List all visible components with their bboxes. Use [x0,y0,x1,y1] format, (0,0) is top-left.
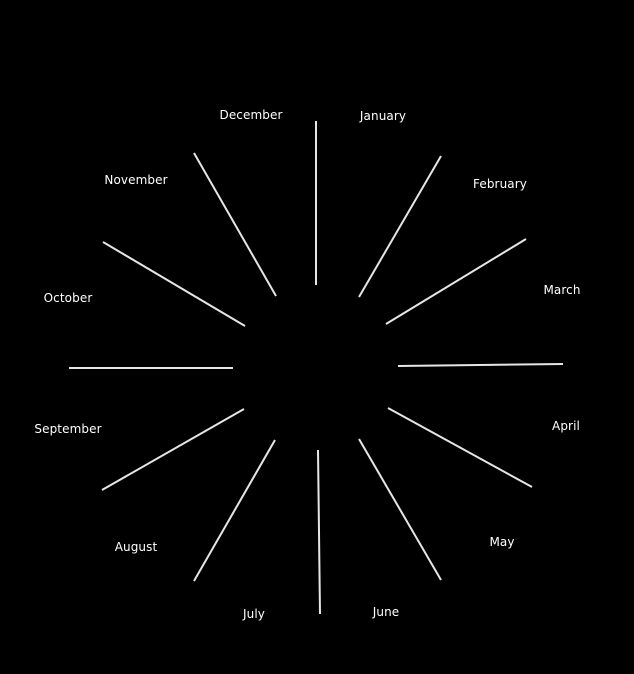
month-label-april: April [552,419,580,433]
spoke-may [358,438,442,581]
month-label-september: September [34,422,102,436]
spoke-november [193,152,277,297]
month-label-may: May [489,535,515,549]
spoke-january [358,155,442,298]
month-label-august: August [114,540,158,554]
spoke-april [387,407,533,488]
month-label-february: February [473,177,527,191]
month-label-january: January [359,109,407,123]
month-label-october: October [43,291,93,305]
month-label-november: November [104,173,168,187]
spoke-february [385,238,527,325]
month-label-july: July [243,607,265,621]
spoke-august [101,408,245,491]
month-label-december: December [219,108,283,122]
spoke-june [317,449,321,615]
spoke-october [102,241,246,327]
month-label-june: June [372,605,400,619]
month-label-march: March [543,283,581,297]
spoke-march [397,363,564,367]
spoke-july [193,439,276,582]
